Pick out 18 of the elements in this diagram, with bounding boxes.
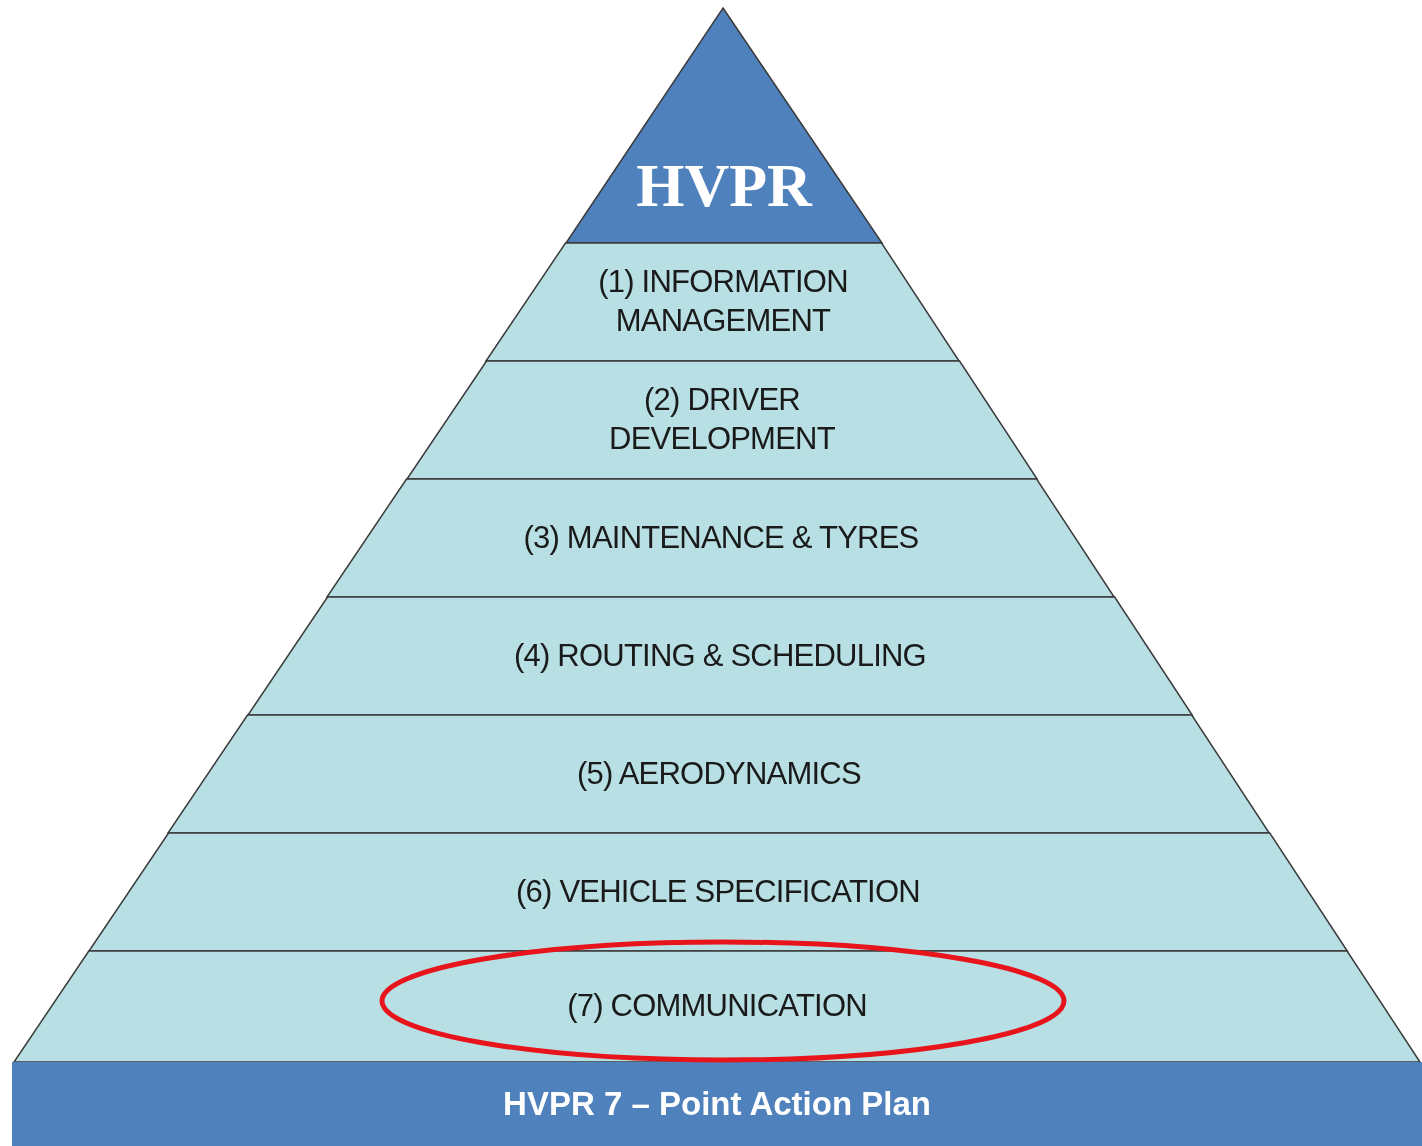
apex-title: HVPR	[636, 149, 812, 221]
tier-label: (2) DRIVER DEVELOPMENT	[608, 381, 836, 458]
pyramid-tier	[406, 361, 1037, 479]
tier-label: (5) AERODYNAMICS	[577, 754, 861, 793]
tier-label: (4) ROUTING & SCHEDULING	[513, 636, 926, 675]
pyramid-tier	[247, 597, 1193, 715]
pyramid-tier	[88, 833, 1348, 951]
tier-label: (1) INFORMATION MANAGEMENT	[597, 263, 849, 340]
pyramid-tier	[14, 951, 1420, 1062]
tier-label: (7) COMMUNICATION	[567, 987, 867, 1026]
tier-label: (6) VEHICLE SPECIFICATION	[516, 872, 920, 911]
pyramid-apex	[566, 8, 882, 243]
pyramid-tier	[168, 715, 1270, 833]
base-banner	[12, 1062, 1422, 1146]
banner-label: HVPR 7 – Point Action Plan	[503, 1084, 931, 1125]
tier-label: (3) MAINTENANCE & TYRES	[523, 518, 919, 557]
pyramid-tier	[327, 479, 1115, 597]
pyramid-tier	[486, 243, 960, 361]
